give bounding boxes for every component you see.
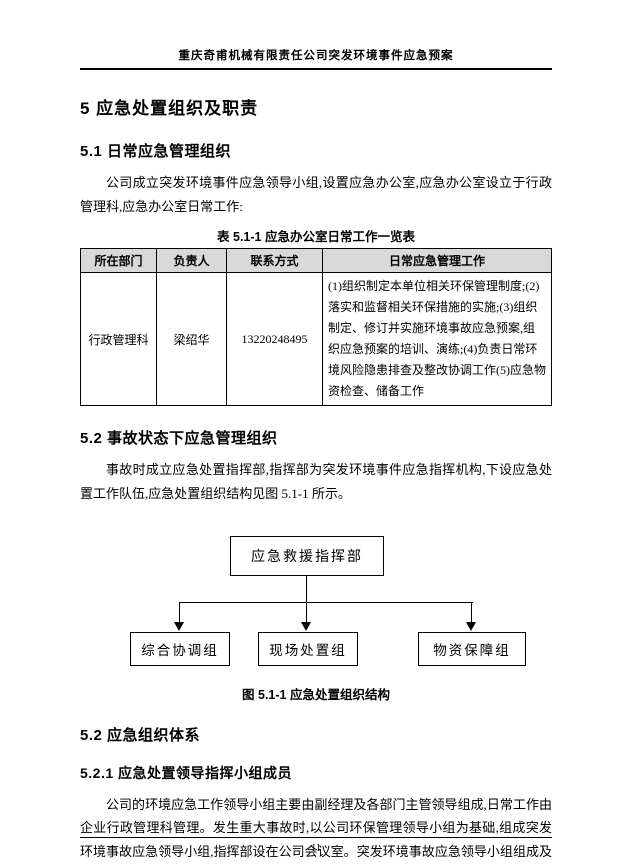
cell-department: 行政管理科 [80, 272, 157, 407]
table-header-duties: 日常应急管理工作 [322, 248, 552, 274]
page-footer: 11 [80, 837, 552, 854]
section-5-heading: 5 应急处置组织及职责 [80, 99, 259, 118]
table-header-person: 负责人 [156, 248, 227, 274]
connector-line [305, 574, 307, 602]
connector-line [178, 601, 180, 623]
org-chart-root-box: 应急救援指挥部 [230, 535, 384, 576]
table-header-department: 所在部门 [80, 248, 157, 274]
org-chart-box-coordination: 综合协调组 [130, 631, 230, 666]
org-chart-box-supplies: 物资保障组 [418, 631, 526, 666]
connector-line [305, 601, 307, 623]
page-content: 重庆奇甫机械有限责任公司突发环境事件应急预案 5 应急处置组织及职责 5.1 日… [80, 0, 552, 868]
duty-table: 所在部门 负责人 联系方式 日常应急管理工作 行政管理科 梁绍华 1322024… [80, 248, 552, 407]
connector-line [178, 601, 473, 604]
table-header-phone: 联系方式 [226, 248, 323, 274]
cell-duties: (1)组织制定本单位相关环保管理制度;(2)落实和监督相关环保措施的实施;(3)… [322, 272, 552, 407]
arrow-down-icon [174, 621, 184, 631]
section-5-2b-heading: 5.2 应急组织体系 [80, 726, 201, 744]
cell-phone: 13220248495 [226, 272, 323, 407]
org-chart: 应急救援指挥部 综合协调组 现场处置组 物资保障组 [80, 535, 552, 668]
cell-person: 梁绍华 [156, 272, 227, 407]
section-5-2a-heading: 5.2 事故状态下应急管理组织 [80, 430, 278, 448]
table-header-row: 所在部门 负责人 联系方式 日常应急管理工作 [80, 248, 552, 274]
page-number: 11 [311, 843, 321, 854]
document-header-title: 重庆奇甫机械有限责任公司突发环境事件应急预案 [178, 50, 454, 62]
paragraph-incident-org: 事故时成立应急处置指挥部,指挥部为突发环境事件应急指挥机构,下设应急处置工作队伍… [80, 462, 552, 501]
figure-caption: 图 5.1-1 应急处置组织结构 [242, 687, 390, 702]
page-header: 重庆奇甫机械有限责任公司突发环境事件应急预案 [80, 47, 552, 70]
connector-line [470, 601, 472, 623]
org-chart-box-onsite: 现场处置组 [258, 631, 358, 666]
section-5-1-heading: 5.1 日常应急管理组织 [80, 143, 232, 160]
table-caption: 表 5.1-1 应急办公室日常工作一览表 [217, 230, 415, 245]
paragraph-daily-org: 公司成立突发环境事件应急领导小组,设置应急办公室,应急办公室设立于行政管理科,应… [80, 175, 552, 214]
section-5-2-1-heading: 5.2.1 应急处置领导指挥小组成员 [80, 764, 293, 781]
paragraph-leader-group: 公司的环境应急工作领导小组主要由副经理及各部门主管领导组成,日常工作由企业行政管… [80, 796, 552, 868]
table-row: 行政管理科 梁绍华 13220248495 (1)组织制定本单位相关环保管理制度… [80, 272, 552, 407]
arrow-down-icon [301, 621, 311, 631]
arrow-down-icon [466, 621, 476, 631]
